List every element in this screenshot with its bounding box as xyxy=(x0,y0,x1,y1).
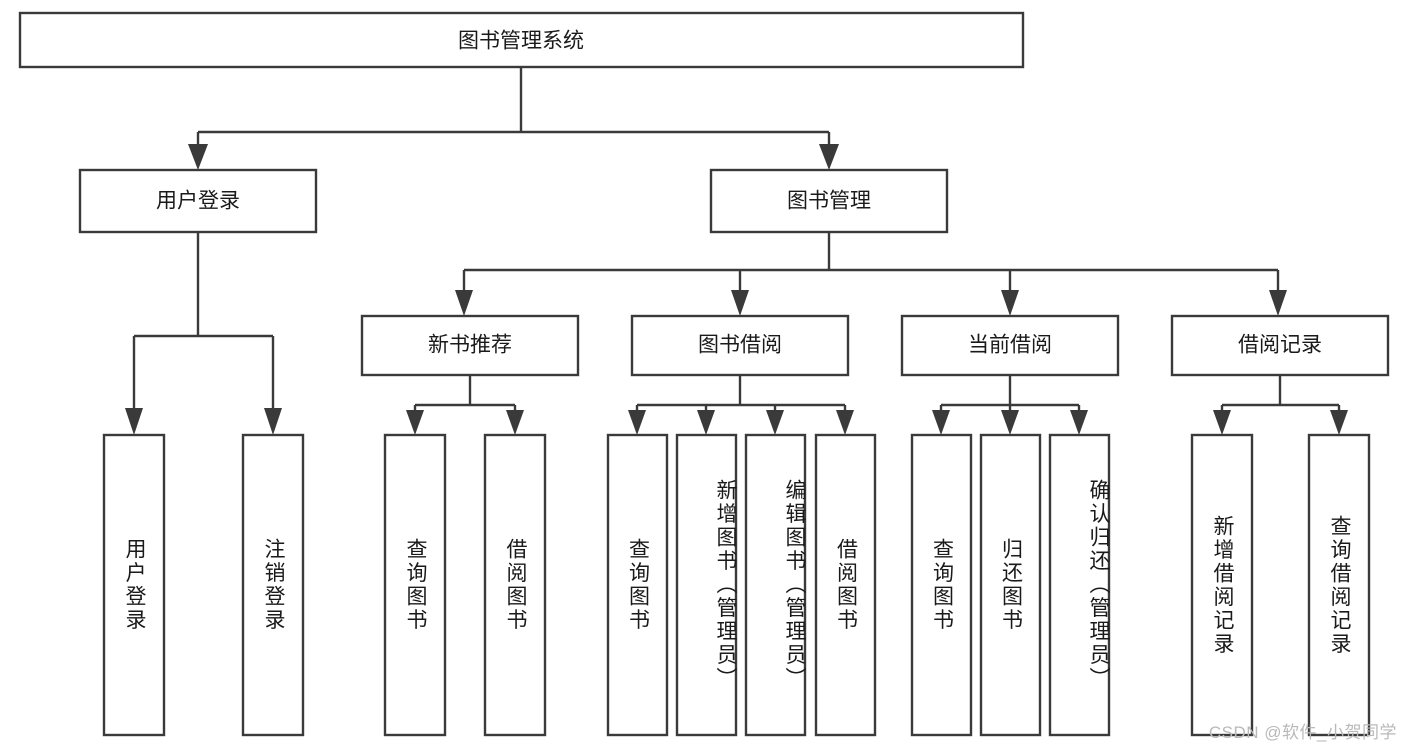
node-current-borrow-label: 当前借阅 xyxy=(968,334,1052,357)
arrow-to-leaf-cb-query xyxy=(932,410,950,435)
node-user-login-box[interactable] xyxy=(78,168,318,234)
connector-group xyxy=(125,67,1348,435)
node-book-management-box[interactable] xyxy=(709,168,949,234)
node-new-book-recommend-label: 新书推荐 xyxy=(428,334,512,357)
node-current-borrow[interactable]: 当前借阅 xyxy=(900,314,1120,377)
leaf-box-cb-query[interactable] xyxy=(910,433,973,737)
arrow-to-current-borrow xyxy=(1001,290,1019,316)
node-book-management-label: 图书管理 xyxy=(787,190,871,213)
node-user-login-label: 用户登录 xyxy=(156,190,240,213)
node-borrow-record-box[interactable] xyxy=(1170,314,1390,377)
arrow-to-leaf-bb-query xyxy=(628,410,646,435)
leaf-box-newbook-query[interactable] xyxy=(383,433,447,737)
leaf-box-user-login[interactable] xyxy=(102,433,166,737)
arrow-to-leaf-bb-add xyxy=(697,410,715,435)
arrow-root-to-user-login xyxy=(188,144,208,170)
arrow-to-leaf-cb-return xyxy=(1001,410,1019,435)
leaf-box-cb-confirm[interactable] xyxy=(1048,433,1111,737)
arrow-to-leaf-br-add xyxy=(1213,410,1231,435)
leaf-box-bb-borrow[interactable] xyxy=(814,433,877,737)
leaf-box-cb-return[interactable] xyxy=(979,433,1042,737)
node-book-borrow[interactable]: 图书借阅 xyxy=(630,314,850,377)
arrow-to-leaf-br-query xyxy=(1330,410,1348,435)
csdn-watermark: CSDN @软件_小贺同学 xyxy=(1208,723,1397,742)
node-current-borrow-box[interactable] xyxy=(900,314,1120,377)
node-borrow-record[interactable]: 借阅记录 xyxy=(1170,314,1390,377)
leaf-box-bb-edit[interactable] xyxy=(744,433,807,737)
node-user-login[interactable]: 用户登录 xyxy=(78,168,318,234)
arrow-to-leaf-logout xyxy=(264,408,282,435)
node-borrow-record-label: 借阅记录 xyxy=(1238,334,1322,357)
arrow-root-to-book-mgmt xyxy=(819,144,839,170)
node-root-box[interactable] xyxy=(18,11,1025,69)
leaf-box-br-query[interactable] xyxy=(1307,433,1371,737)
leaf-box-bb-query[interactable] xyxy=(606,433,669,737)
arrow-to-book-borrow xyxy=(731,290,749,316)
arrow-to-leaf-user-login xyxy=(125,408,143,435)
leaf-box-logout[interactable] xyxy=(241,433,305,737)
arrow-to-leaf-newbook-query xyxy=(406,410,424,435)
node-book-borrow-box[interactable] xyxy=(630,314,850,377)
node-new-book-recommend-box[interactable] xyxy=(360,314,580,377)
node-book-borrow-label: 图书借阅 xyxy=(698,334,782,357)
arrow-to-leaf-bb-borrow xyxy=(836,410,854,435)
arrow-to-leaf-bb-edit xyxy=(766,410,784,435)
node-root[interactable]: 图书管理系统 xyxy=(18,11,1025,69)
node-book-management[interactable]: 图书管理 xyxy=(709,168,949,234)
arrow-to-new-book-recommend xyxy=(455,290,473,316)
node-root-label: 图书管理系统 xyxy=(458,30,584,53)
leaf-box-br-add[interactable] xyxy=(1190,433,1254,737)
leaf-box-bb-add[interactable] xyxy=(675,433,738,737)
node-new-book-recommend[interactable]: 新书推荐 xyxy=(360,314,580,377)
leaf-box-newbook-borrow[interactable] xyxy=(483,433,547,737)
arrow-to-borrow-record xyxy=(1269,290,1287,316)
arrow-to-leaf-newbook-borrow xyxy=(506,410,524,435)
arrow-to-leaf-cb-confirm xyxy=(1070,410,1088,435)
